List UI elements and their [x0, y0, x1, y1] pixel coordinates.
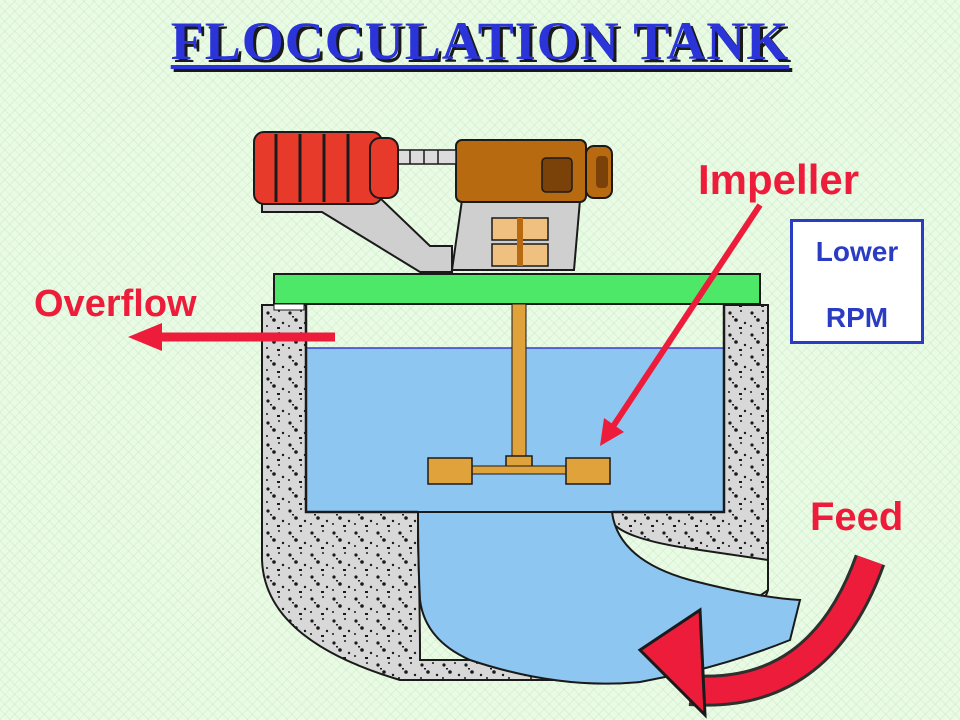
speed-note-line1: Lower [815, 236, 899, 267]
page-title: FLOCCULATION TANK [170, 11, 790, 71]
impeller-label: Impeller [698, 156, 860, 203]
motor-bracket [261, 197, 453, 273]
tank-walls [304, 305, 726, 514]
speed-note-box: Lower RPM [790, 219, 924, 344]
impeller-pointer-arrow [600, 203, 763, 446]
overflow-arrow [128, 323, 335, 351]
overflow-label: Overflow [34, 283, 197, 325]
curved-arrow-icon [637, 554, 886, 719]
coupling [397, 149, 457, 165]
tank-concrete [261, 304, 769, 681]
feed-label: Feed [810, 495, 904, 539]
impeller-icon [427, 303, 611, 485]
gearbox-icon [450, 139, 613, 271]
motor-icon [253, 131, 399, 205]
speed-note-line2: RPM [825, 302, 889, 333]
